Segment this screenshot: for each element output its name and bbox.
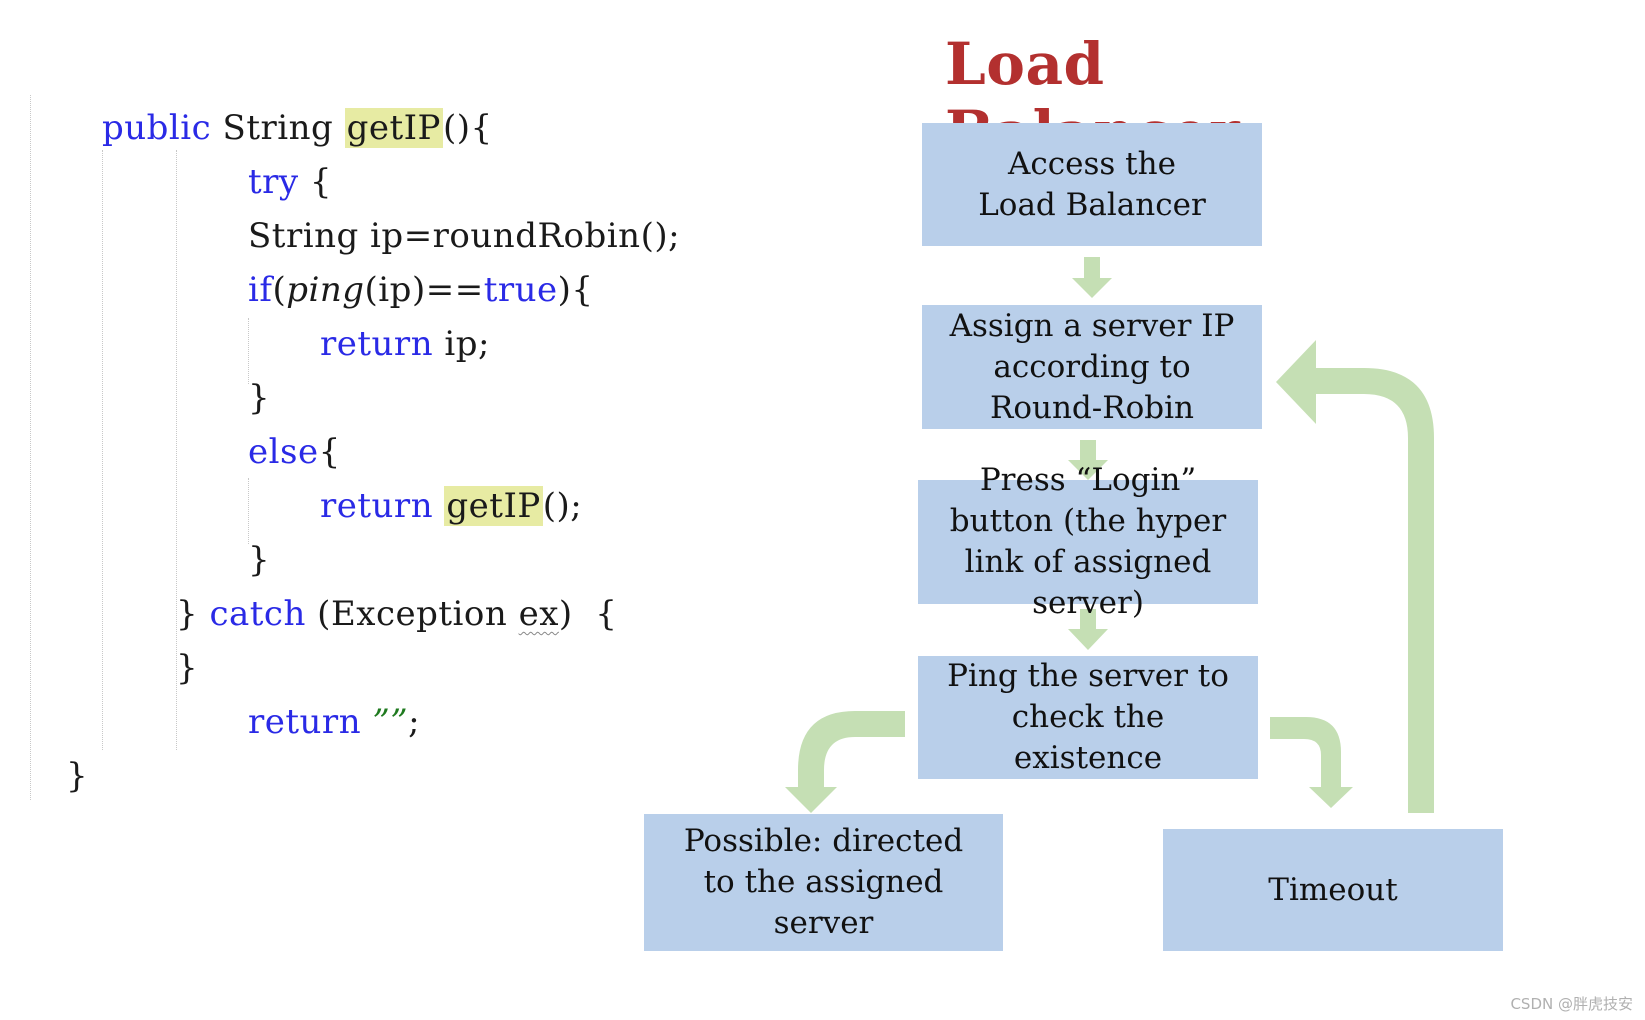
- box-label: Press “Login” button (the hyper link of …: [949, 462, 1227, 621]
- arrow-ping-to-timeout: [1270, 717, 1353, 808]
- code-token: (: [272, 270, 287, 310]
- box-label: Ping the server to check the existence: [947, 658, 1229, 776]
- code-line: }: [176, 648, 198, 688]
- code-line: String ip=roundRobin();: [248, 216, 680, 256]
- code-highlight: getIP: [444, 486, 543, 526]
- box-timeout: Timeout: [1163, 829, 1503, 951]
- code-token: ip;: [433, 324, 490, 364]
- code-line: public String getIP(){: [102, 108, 493, 148]
- indent-guide: [176, 150, 177, 750]
- code-token: (Exception: [305, 594, 519, 634]
- code-keyword: return: [320, 324, 434, 364]
- code-token: {: [318, 432, 341, 472]
- code-keyword: try: [248, 162, 299, 202]
- arrow-down: [1068, 609, 1108, 650]
- code-line: return getIP();: [320, 486, 582, 526]
- code-highlight: getIP: [344, 108, 443, 148]
- box-label: Assign a server IP according to Round-Ro…: [949, 307, 1235, 426]
- code-token: }: [176, 594, 210, 634]
- code-line: if(ping(ip)==true){: [248, 270, 594, 310]
- code-line: }: [248, 378, 270, 418]
- code-keyword: return: [320, 486, 434, 526]
- code-token: ) {: [558, 594, 618, 634]
- box-label: Timeout: [1268, 871, 1398, 908]
- code-token: ex: [518, 594, 559, 634]
- code-token: (ip)==: [364, 270, 484, 310]
- code-keyword: true: [483, 270, 558, 310]
- code-line: }: [66, 756, 88, 796]
- box-label: Access the Load Balancer: [978, 145, 1206, 223]
- arrow-down: [1072, 257, 1112, 298]
- code-snippet: public String getIP(){ try { String ip=r…: [0, 0, 720, 860]
- code-token: ;: [408, 702, 421, 742]
- indent-guide: [248, 318, 249, 384]
- code-token: (){: [442, 108, 493, 148]
- box-possible-directed: Possible: directed to the assigned serve…: [644, 814, 1003, 951]
- indent-guide: [102, 150, 103, 750]
- indent-guide: [248, 478, 249, 544]
- code-token: }: [176, 648, 199, 688]
- arrow-timeout-to-assign: [1276, 340, 1434, 813]
- code-token: ping: [286, 270, 365, 310]
- code-line: }: [248, 540, 270, 580]
- indent-guide: [30, 95, 31, 800]
- box-label: Possible: directed to the assigned serve…: [683, 823, 964, 941]
- code-token: String ip=roundRobin();: [248, 216, 681, 256]
- arrow-ping-to-possible: [785, 711, 905, 813]
- code-line: try {: [248, 162, 332, 202]
- code-token: }: [248, 378, 271, 418]
- code-token: ){: [557, 270, 594, 310]
- code-keyword: else: [248, 432, 319, 472]
- code-keyword: catch: [209, 594, 306, 634]
- code-line: } catch (Exception ex) {: [176, 594, 617, 634]
- code-line: return ip;: [320, 324, 490, 364]
- code-keyword: if: [248, 270, 273, 310]
- box-access-load-balancer: Access the Load Balancer: [922, 123, 1262, 246]
- code-token: String: [211, 108, 345, 148]
- code-token: ();: [542, 486, 583, 526]
- watermark: CSDN @胖虎技安: [1510, 995, 1633, 1013]
- code-token: {: [298, 162, 333, 202]
- code-token: ””: [372, 702, 409, 742]
- code-line: else{: [248, 432, 341, 472]
- code-keyword: public: [102, 108, 212, 148]
- code-token: }: [66, 756, 89, 796]
- code-line: return ””;: [248, 702, 420, 742]
- box-press-login: Press “Login” button (the hyper link of …: [918, 462, 1258, 621]
- box-assign-server-ip: Assign a server IP according to Round-Ro…: [922, 305, 1262, 429]
- arrow-down: [1068, 440, 1108, 480]
- code-token: }: [248, 540, 271, 580]
- box-ping-server: Ping the server to check the existence: [918, 656, 1258, 779]
- code-keyword: return: [248, 702, 362, 742]
